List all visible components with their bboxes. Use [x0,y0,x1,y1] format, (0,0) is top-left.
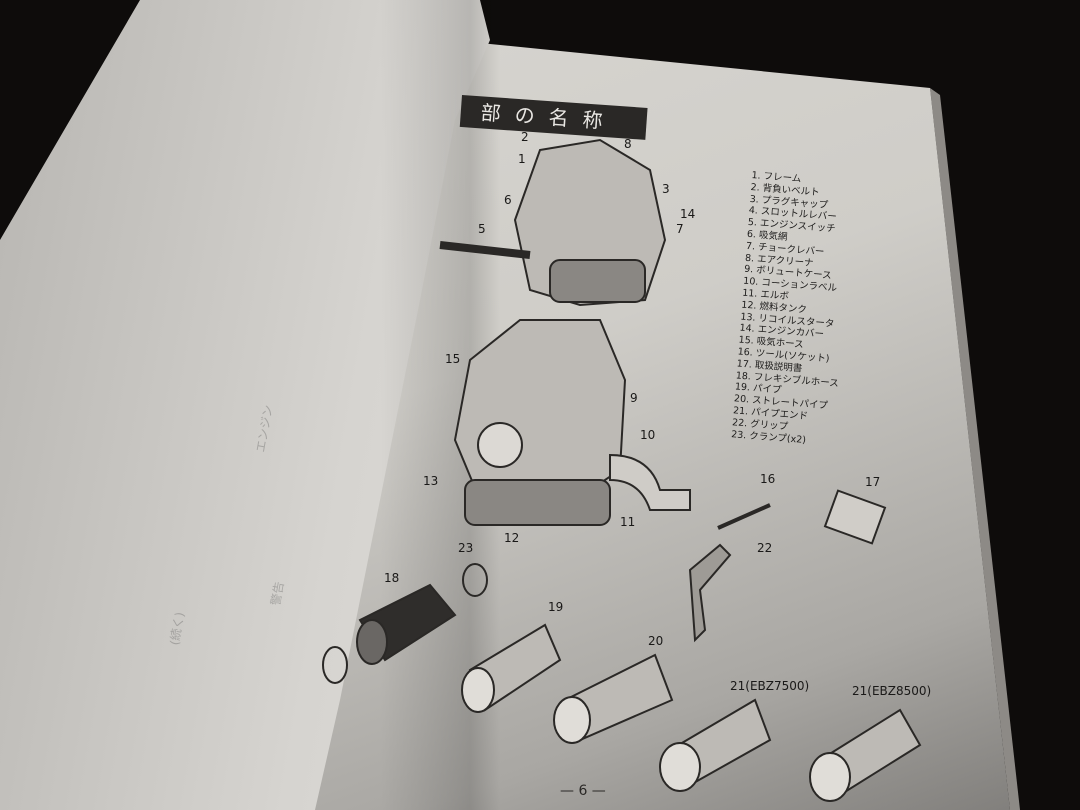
callout-6: 6 [504,193,512,207]
callout-11: 11 [620,515,636,529]
callout-2: 2 [521,130,529,144]
fuel-tank-top [549,259,646,303]
callout-22: 22 [757,541,773,555]
callout-9: 9 [630,391,638,405]
callout-15: 15 [445,352,461,366]
manual-sheet [823,489,887,545]
throttle-arm [439,241,531,259]
clamp [322,646,348,684]
callout-12: 12 [504,531,520,545]
callout-14: 14 [680,207,696,221]
callout-3: 3 [662,182,670,196]
callout-23: 23 [458,541,474,555]
clamp [462,563,488,597]
parts-list: 1. フレーム 2. 背負いベルト 3. プラグキャップ 4. スロットルレバー… [731,170,855,449]
recoil-starter [477,422,523,468]
grip [688,543,732,643]
page-number: — 6 — [560,783,606,799]
callout-1: 1 [518,152,526,166]
elbow [609,453,691,511]
fuel-tank [464,479,611,526]
callout-19: 19 [548,600,564,614]
callout-21-ebz7500: 21(EBZ7500) [730,679,810,693]
callout-8: 8 [624,137,632,151]
flexible-hose-end [356,619,388,665]
callout-17: 17 [865,475,881,489]
callout-21-ebz8500: 21(EBZ8500) [852,684,932,698]
callout-5: 5 [478,222,486,236]
callout-16: 16 [760,472,776,486]
callout-18: 18 [384,571,400,585]
callout-10: 10 [640,428,656,442]
callout-7: 7 [676,222,684,236]
callout-20: 20 [648,634,664,648]
callout-13: 13 [423,474,439,488]
socket-tool [717,503,771,530]
